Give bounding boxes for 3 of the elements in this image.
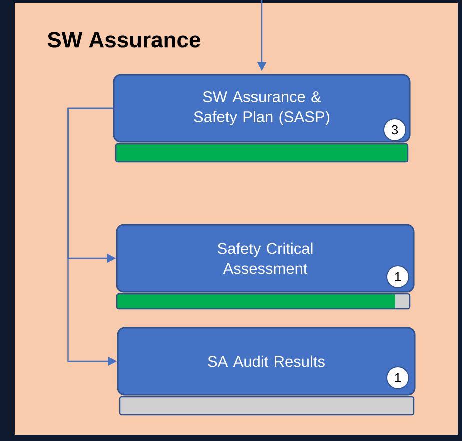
count-badge: 3 (384, 118, 406, 142)
count-badge: 1 (386, 266, 410, 288)
count-badge: 1 (386, 366, 410, 390)
